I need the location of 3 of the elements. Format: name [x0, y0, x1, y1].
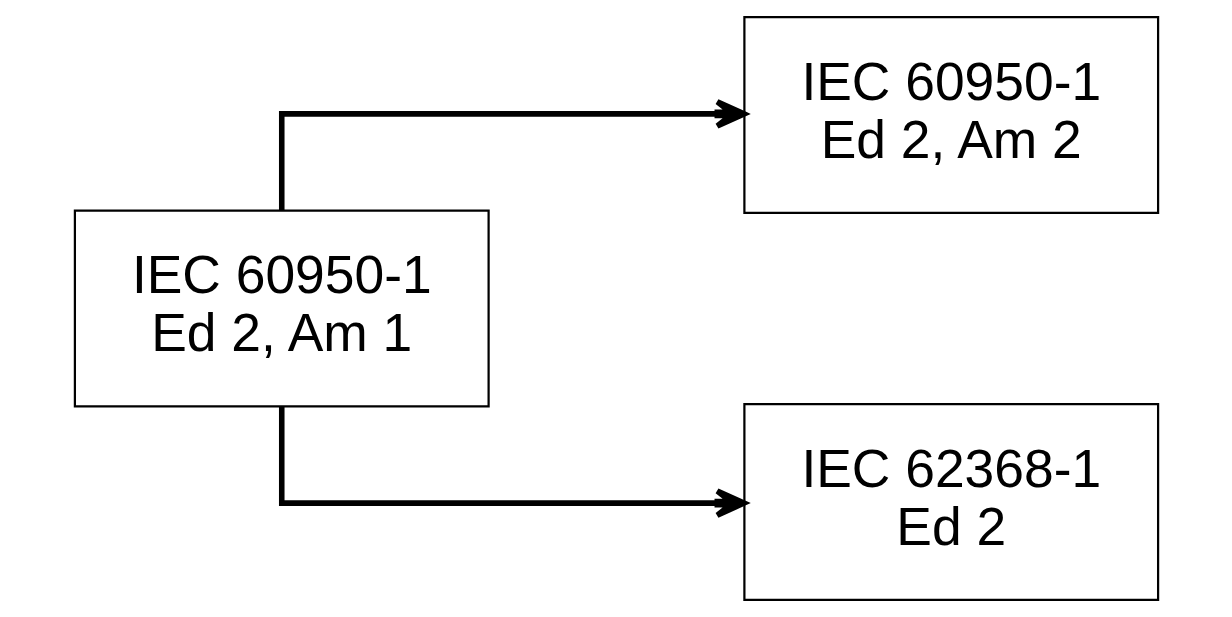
- node-box: IEC 60950-1 Ed 2, Am 2: [742, 16, 1159, 214]
- node-box: IEC 60950-1 Ed 2, Am 1: [73, 209, 490, 408]
- node-box: IEC 62368-1 Ed 2: [742, 403, 1159, 601]
